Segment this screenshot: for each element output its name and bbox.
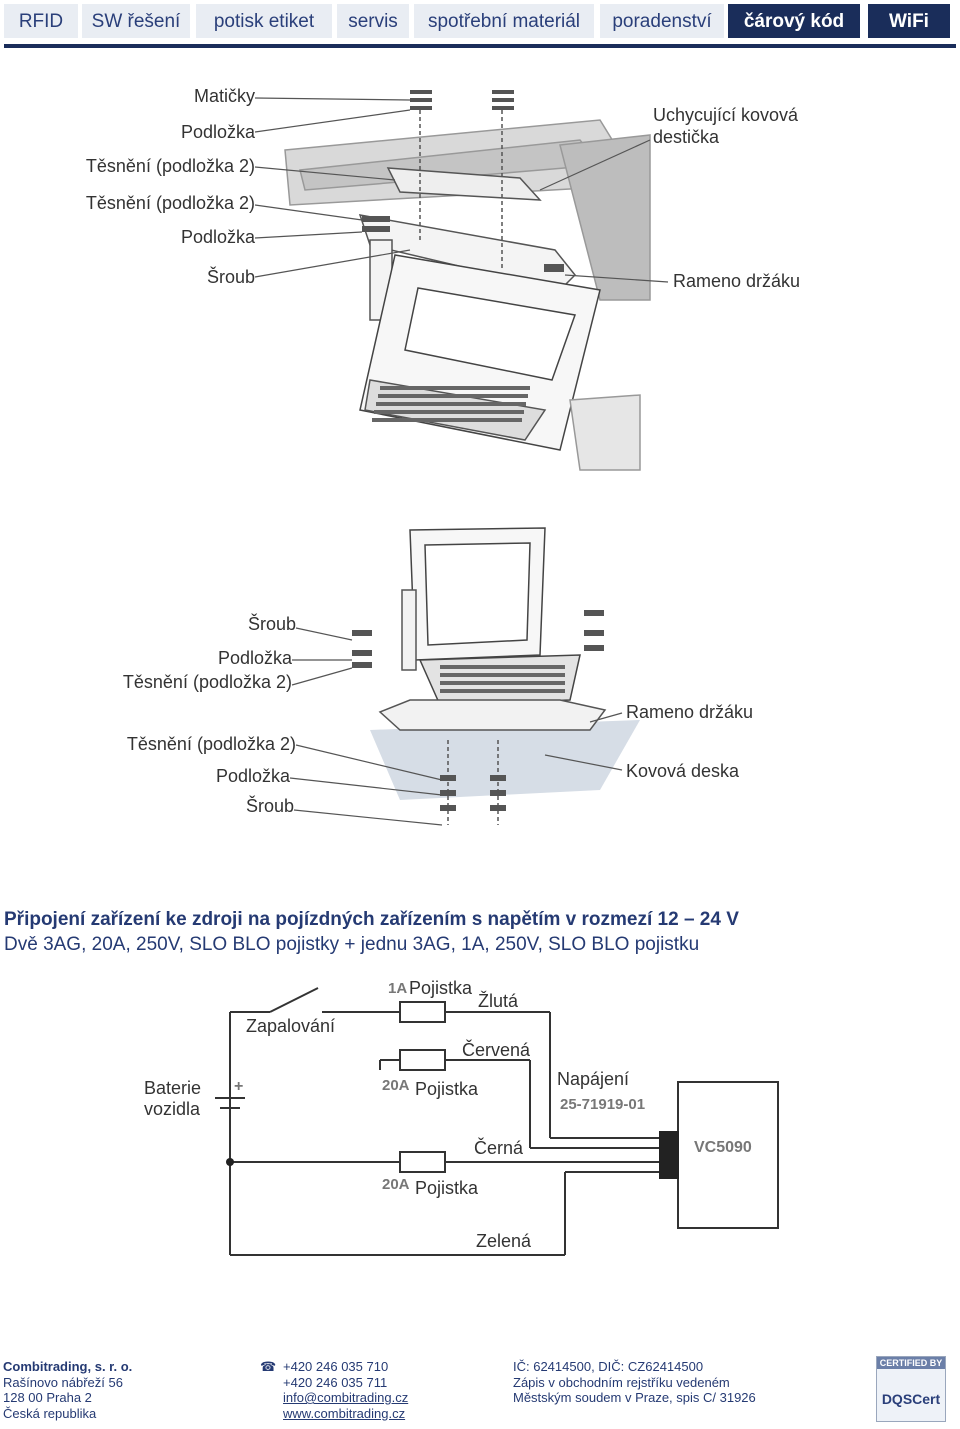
label-zluta: Žlutá — [478, 991, 519, 1011]
figure2-leader-lines — [289, 627, 623, 826]
label-rameno-drzaku: Rameno držáku — [626, 702, 754, 722]
label-podlozka: Podložka — [180, 227, 255, 247]
cert-brand: DQSCert — [881, 1391, 941, 1407]
label-cervena: Červená — [462, 1040, 531, 1060]
city: 128 00 Praha 2 — [3, 1390, 92, 1405]
label-tesneni: Těsnění (podložka 2) — [85, 156, 255, 176]
label-tesneni: Těsnění (podložka 2) — [126, 734, 296, 754]
top-navigation: RFID SW řešení potisk etiket servis spot… — [4, 2, 956, 48]
registry-line-1: Zápis v obchodním rejstříku vedeném — [513, 1374, 730, 1390]
label-pojistka: Pojistka — [415, 1079, 479, 1099]
figure1-leader-lines — [254, 97, 669, 283]
label-vozidla: vozidla — [144, 1099, 201, 1119]
label-pojistka: Pojistka — [409, 978, 473, 998]
overhead-mount-illustration — [284, 90, 651, 471]
cert-top-text: CERTIFIED BY — [877, 1357, 945, 1369]
footer-registry: IČ: 62414500, DIČ: CZ62414500 Zápis v ob… — [513, 1359, 756, 1406]
label-podlozka: Podložka — [217, 648, 292, 668]
label-tesneni: Těsnění (podložka 2) — [85, 193, 255, 213]
label-uchycujici-kovova: Uchycující kovová — [653, 105, 799, 125]
tab-wifi[interactable]: WiFi — [868, 4, 950, 38]
label-sroub: Šroub — [247, 614, 296, 634]
battery-plus-sign: + — [234, 1078, 244, 1095]
phone-icon: ☎ — [260, 1359, 277, 1374]
wiring-diagram — [215, 987, 779, 1256]
label-baterie: Baterie — [144, 1078, 202, 1098]
label-napajeni: Napájení — [557, 1069, 630, 1089]
company-ids: IČ: 62414500, DIČ: CZ62414500 — [513, 1359, 704, 1374]
footer-address: Combitrading, s. r. o. Rašínovo nábřeží … — [3, 1359, 132, 1421]
label-sroub: Šroub — [245, 796, 294, 816]
junction-dot — [226, 1158, 234, 1166]
fuse-rating-20a: 20A — [382, 1077, 410, 1094]
website-link[interactable]: www.combitrading.cz — [283, 1405, 406, 1421]
tab-spotrebni-material[interactable]: spotřební materiál — [414, 4, 594, 38]
tab-sw-reseni[interactable]: SW řešení — [82, 4, 190, 38]
label-podlozka: Podložka — [180, 122, 255, 142]
tab-potisk-etiket[interactable]: potisk etiket — [196, 4, 332, 38]
desk-mount-illustration — [352, 527, 640, 825]
cable-part-number: 25-71919-01 — [560, 1096, 646, 1113]
label-rameno-drzaku: Rameno držáku — [673, 271, 801, 291]
section-title: Připojení zařízení ke zdroji na pojízdný… — [4, 909, 739, 930]
country: Česká republika — [3, 1405, 97, 1421]
footer-contacts: +420 246 035 710 +420 246 035 711 info@c… — [283, 1359, 408, 1421]
device-label: VC5090 — [694, 1139, 752, 1156]
email-link[interactable]: info@combitrading.cz — [283, 1390, 409, 1405]
label-zapalovani: Zapalování — [246, 1016, 336, 1036]
label-tesneni: Těsnění (podložka 2) — [122, 672, 292, 692]
registry-line-2: Městským soudem v Praze, spis C/ 31926 — [513, 1390, 756, 1405]
label-maticky: Matičky — [193, 86, 255, 106]
phone-1: +420 246 035 710 — [283, 1359, 389, 1374]
label-pojistka: Pojistka — [415, 1178, 479, 1198]
label-kovova-deska: Kovová deska — [626, 761, 740, 781]
section-subtitle: Dvě 3AG, 20A, 250V, SLO BLO pojistky + j… — [4, 934, 700, 955]
label-podlozka: Podložka — [215, 766, 290, 786]
tab-rfid[interactable]: RFID — [4, 4, 78, 38]
label-zelena: Zelená — [476, 1231, 532, 1251]
certification-logo: CERTIFIED BY DQSCert — [876, 1356, 946, 1422]
fuse-rating-1a: 1A — [388, 980, 408, 997]
tab-poradenstvi[interactable]: poradenství — [600, 4, 724, 38]
phone-2: +420 246 035 711 — [283, 1374, 388, 1390]
tab-carovy-kod[interactable]: čárový kód — [728, 4, 860, 38]
company-name: Combitrading, s. r. o. — [3, 1359, 133, 1374]
fuse-rating-20a: 20A — [382, 1176, 410, 1193]
street: Rašínovo nábřeží 56 — [3, 1374, 123, 1390]
tab-servis[interactable]: servis — [337, 4, 409, 38]
label-sroub: Šroub — [206, 267, 255, 287]
label-cerna: Černá — [474, 1138, 524, 1158]
label-desticka: destička — [653, 127, 720, 147]
